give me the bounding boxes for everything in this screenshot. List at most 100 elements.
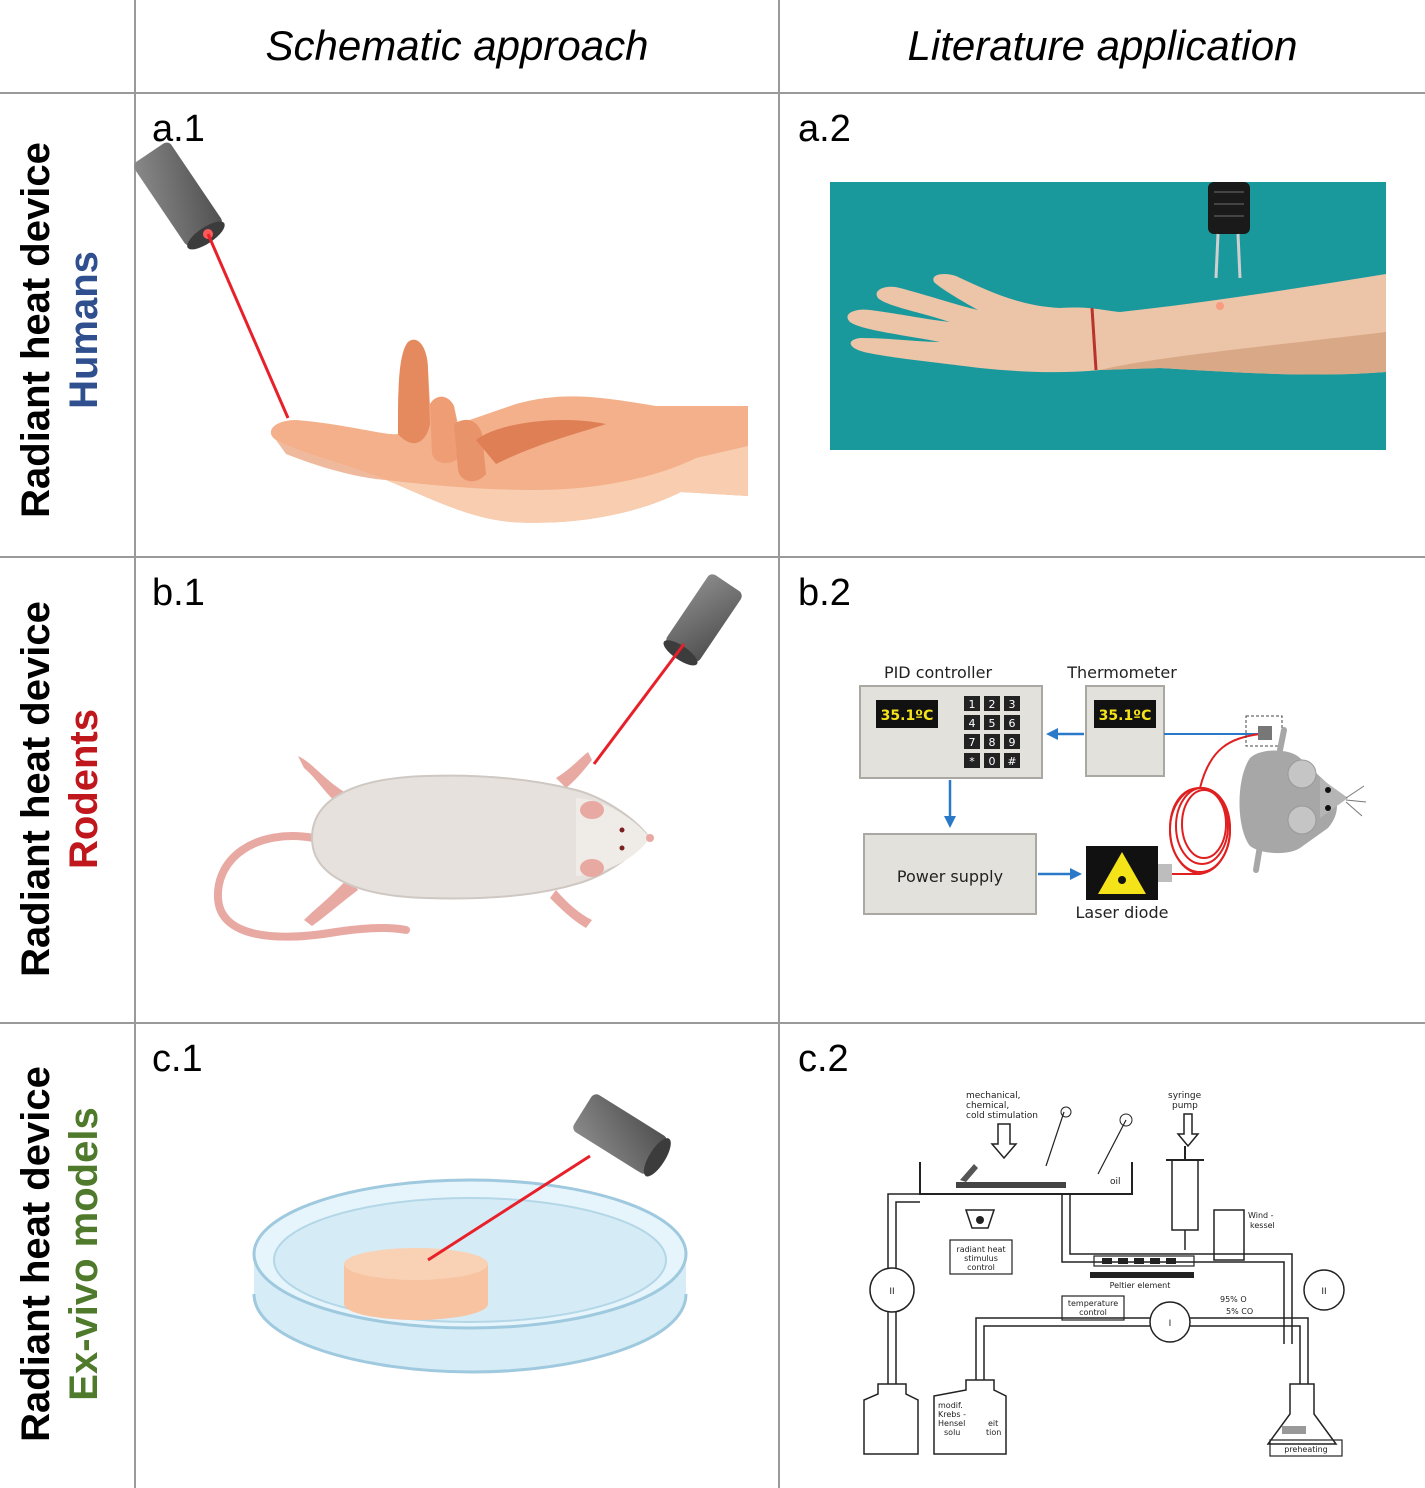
keypad-key-label: 3 <box>1009 698 1016 711</box>
keypad-key-label: 6 <box>1009 717 1016 730</box>
row-label-humans: Radiant heat device Humans <box>12 100 116 560</box>
panel-label-b1: b.1 <box>152 572 205 614</box>
keypad-key <box>1004 753 1020 768</box>
panel-label-c2: c.2 <box>798 1038 849 1080</box>
radiant-label-line3: control <box>967 1263 995 1272</box>
keypad-key <box>984 753 1000 768</box>
keypad-key-label: 4 <box>969 717 976 730</box>
keypad-key <box>1004 715 1020 730</box>
pump-label: II <box>889 1287 894 1297</box>
keypad-key <box>1004 734 1020 749</box>
keypad-key <box>964 734 980 749</box>
panel-label-c1: c.1 <box>152 1038 203 1080</box>
oil-label: oil <box>1110 1177 1121 1187</box>
rodent-schematic-illustration <box>213 574 742 941</box>
syringe-label-line1: syringe <box>1168 1091 1202 1101</box>
keypad-key-label: 7 <box>969 736 976 749</box>
peltier-element-icon <box>1090 1272 1194 1278</box>
panel-label-a1: a.1 <box>152 108 205 150</box>
keypad-key-label: * <box>969 755 975 768</box>
radiant-label-line2: stimulus <box>964 1254 998 1263</box>
pump-icon <box>869 1267 915 1313</box>
pump-label: II <box>1321 1287 1326 1297</box>
arrow-icon <box>944 816 956 828</box>
windkessel-label-line1: Wind - <box>1248 1211 1274 1220</box>
grid-vline-1 <box>134 0 136 1488</box>
row-subject-label: Ex-vivo models <box>62 1107 106 1401</box>
stim-label-line2: chemical, <box>966 1101 1009 1111</box>
rodent-icon <box>213 752 654 941</box>
keypad-key-label: # <box>1007 755 1016 768</box>
keypad-key-label: 9 <box>1009 736 1016 749</box>
grid-hline-3 <box>0 1022 1425 1024</box>
row-label-rodents: Radiant heat device Rodents <box>12 559 116 1019</box>
pump-icon <box>1303 1269 1345 1311</box>
stim-label-line3: cold stimulation <box>966 1111 1038 1121</box>
preheating-label: preheating <box>1284 1445 1328 1454</box>
stim-label-line1: mechanical, <box>966 1091 1021 1101</box>
laser-beam <box>427 1154 591 1262</box>
laser-beam <box>206 233 290 419</box>
grid-vline-2 <box>778 0 780 1488</box>
windkessel-label-line2: kessel <box>1250 1221 1275 1230</box>
power-supply-box <box>863 833 1037 915</box>
grid-hline-1 <box>0 92 1425 94</box>
preheating-box <box>1269 1439 1343 1457</box>
thermometer-display: 35.1ºC <box>1099 708 1152 724</box>
keypad-key <box>964 696 980 711</box>
row-subject-label: Humans <box>62 251 106 409</box>
tissue-sample-icon <box>344 1248 488 1320</box>
keypad-key <box>964 715 980 730</box>
power-supply-label: Power supply <box>897 867 1003 886</box>
laser-diode-label: Laser diode <box>1076 903 1169 922</box>
gas-label-line2: 5% CO <box>1226 1307 1253 1316</box>
keypad-key-label: 2 <box>989 698 996 711</box>
panel-label-a2: a.2 <box>798 108 851 150</box>
keypad-key-label: 8 <box>989 736 996 749</box>
solution-bottle-icon <box>933 1379 1007 1455</box>
row-device-label: Radiant heat device <box>14 601 58 977</box>
thermometer-box <box>1085 685 1165 777</box>
thermometer-label: Thermometer <box>1066 663 1177 682</box>
solution-label-line2: Krebs - <box>938 1410 966 1419</box>
keypad-key <box>984 715 1000 730</box>
radiant-heat-control-box <box>949 1239 1013 1275</box>
solution-label-line3: Hensel <box>938 1419 965 1428</box>
peltier-label: Peltier element <box>1110 1281 1171 1290</box>
laser-device-icon <box>134 142 222 246</box>
keypad-key-label: 5 <box>989 717 996 730</box>
temp-label-line1: temperature <box>1068 1299 1118 1308</box>
arm-icon <box>847 274 1386 375</box>
arrow-icon <box>1046 728 1058 740</box>
hand-icon <box>270 339 748 523</box>
petri-dish-schematic-illustration <box>252 1094 688 1374</box>
radiant-label-line1: radiant heat <box>956 1245 1005 1254</box>
heat-probe-icon <box>1208 182 1250 279</box>
gas-label-line1: 95% O <box>1220 1295 1247 1304</box>
laser-device-icon <box>666 574 742 662</box>
row-subject-label: Rodents <box>62 709 106 869</box>
grid-hline-2 <box>0 556 1425 558</box>
keypad-key-label: 1 <box>969 698 976 711</box>
keypad-key <box>984 696 1000 711</box>
laser-beam <box>592 643 686 765</box>
flask-icon <box>1266 1383 1338 1445</box>
pid-controller-label: PID controller <box>884 663 993 682</box>
mouse-icon <box>1239 727 1367 873</box>
keypad-key <box>964 753 980 768</box>
panel-label-b2: b.2 <box>798 572 851 614</box>
syringe-icon <box>1171 1159 1199 1231</box>
header-schematic: Schematic approach <box>265 22 649 69</box>
keypad-key <box>1004 696 1020 711</box>
solution-label-line4: solu <box>944 1428 960 1437</box>
arm-photo-illustration <box>830 182 1386 450</box>
keypad-key-label: 0 <box>989 755 996 768</box>
exvivo-perfusion-diagram: mechanical, chemical, cold stimulation s… <box>863 1091 1345 1457</box>
temp-label-line2: control <box>1079 1308 1107 1317</box>
solution-label-line5: eit <box>988 1419 998 1428</box>
arrow-icon <box>1070 868 1082 880</box>
row-label-exvivo: Radiant heat device Ex-vivo models <box>12 1024 116 1484</box>
pump-icon <box>1149 1301 1191 1343</box>
